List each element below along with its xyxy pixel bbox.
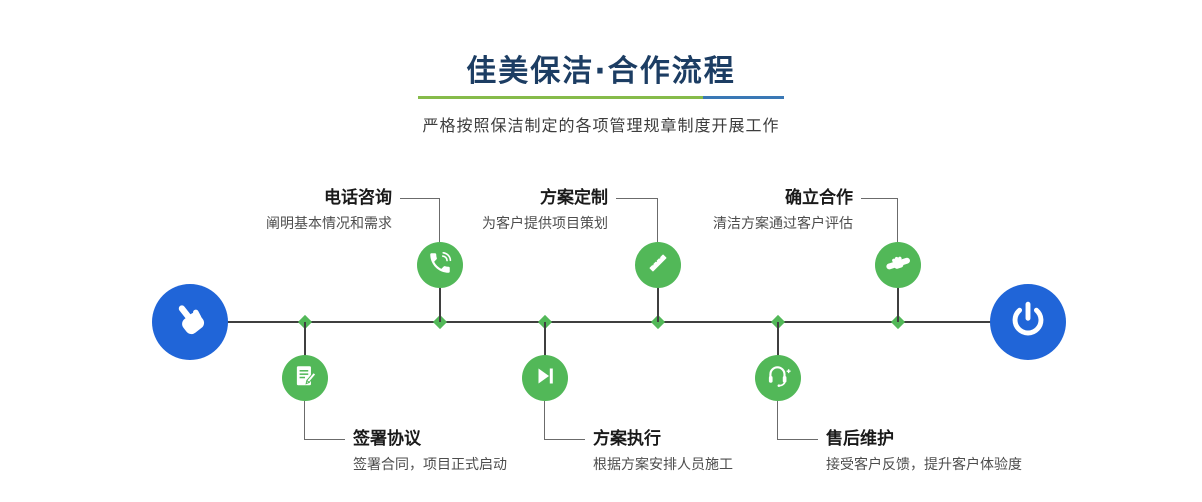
connector-line [544,439,585,440]
step-desc: 接受客户反馈，提升客户体验度 [826,457,1022,473]
handshake-icon [884,249,912,281]
step-label-execution: 方案执行 根据方案安排人员施工 [593,428,733,474]
connector-line [777,401,778,440]
connector-line [439,198,440,242]
stem-line [897,286,899,322]
step-title: 签署协议 [353,429,421,449]
step-desc: 清洁方案通过客户评估 [713,216,853,232]
connector-line [400,198,440,199]
design-icon [645,250,671,280]
stem-line [439,286,441,322]
step-node-cooperation [875,242,921,288]
headset-icon [765,363,791,393]
step-desc: 为客户提供项目策划 [482,216,608,232]
phone-icon [427,250,453,280]
connector-line [304,401,305,440]
power-icon [1007,299,1049,345]
end-node [990,284,1066,360]
connector-line [777,439,818,440]
step-label-cooperation: 确立合作 清洁方案通过客户评估 [713,187,853,233]
play-icon [533,364,557,392]
step-node-execution [522,355,568,401]
underline-blue-segment [703,96,784,99]
section-title: 佳美保洁·合作流程 [466,54,736,89]
section-subtitle: 严格按照保洁制定的各项管理规章制度开展工作 [422,116,780,135]
step-title: 方案执行 [593,429,661,449]
contract-icon [292,363,318,393]
stem-line [777,322,779,357]
connector-line [304,439,345,440]
hand-pointer-icon [169,299,211,345]
step-title: 确立合作 [785,188,853,208]
connector-line [544,401,545,440]
step-node-plan-custom [635,242,681,288]
timeline-line [190,321,1028,323]
step-label-aftersales: 售后维护 接受客户反馈，提升客户体验度 [826,428,1022,474]
step-title: 电话咨询 [324,188,392,208]
connector-line [861,198,898,199]
step-label-plan-custom: 方案定制 为客户提供项目策划 [482,187,608,233]
connector-line [657,198,658,242]
stem-line [657,286,659,322]
step-desc: 阐明基本情况和需求 [266,216,392,232]
stem-line [544,322,546,357]
stem-line [304,322,306,357]
title-underline [418,96,784,99]
underline-green-segment [418,96,704,99]
start-node [152,284,228,360]
connector-line [616,198,658,199]
step-label-sign-agreement: 签署协议 签署合同，项目正式启动 [353,428,507,474]
step-title: 售后维护 [826,429,894,449]
step-node-aftersales [755,355,801,401]
step-label-phone-consult: 电话咨询 阐明基本情况和需求 [266,187,392,233]
step-desc: 根据方案安排人员施工 [593,457,733,473]
step-title: 方案定制 [540,188,608,208]
step-node-sign-agreement [282,355,328,401]
step-node-phone-consult [417,242,463,288]
step-desc: 签署合同，项目正式启动 [353,457,507,473]
connector-line [897,198,898,242]
